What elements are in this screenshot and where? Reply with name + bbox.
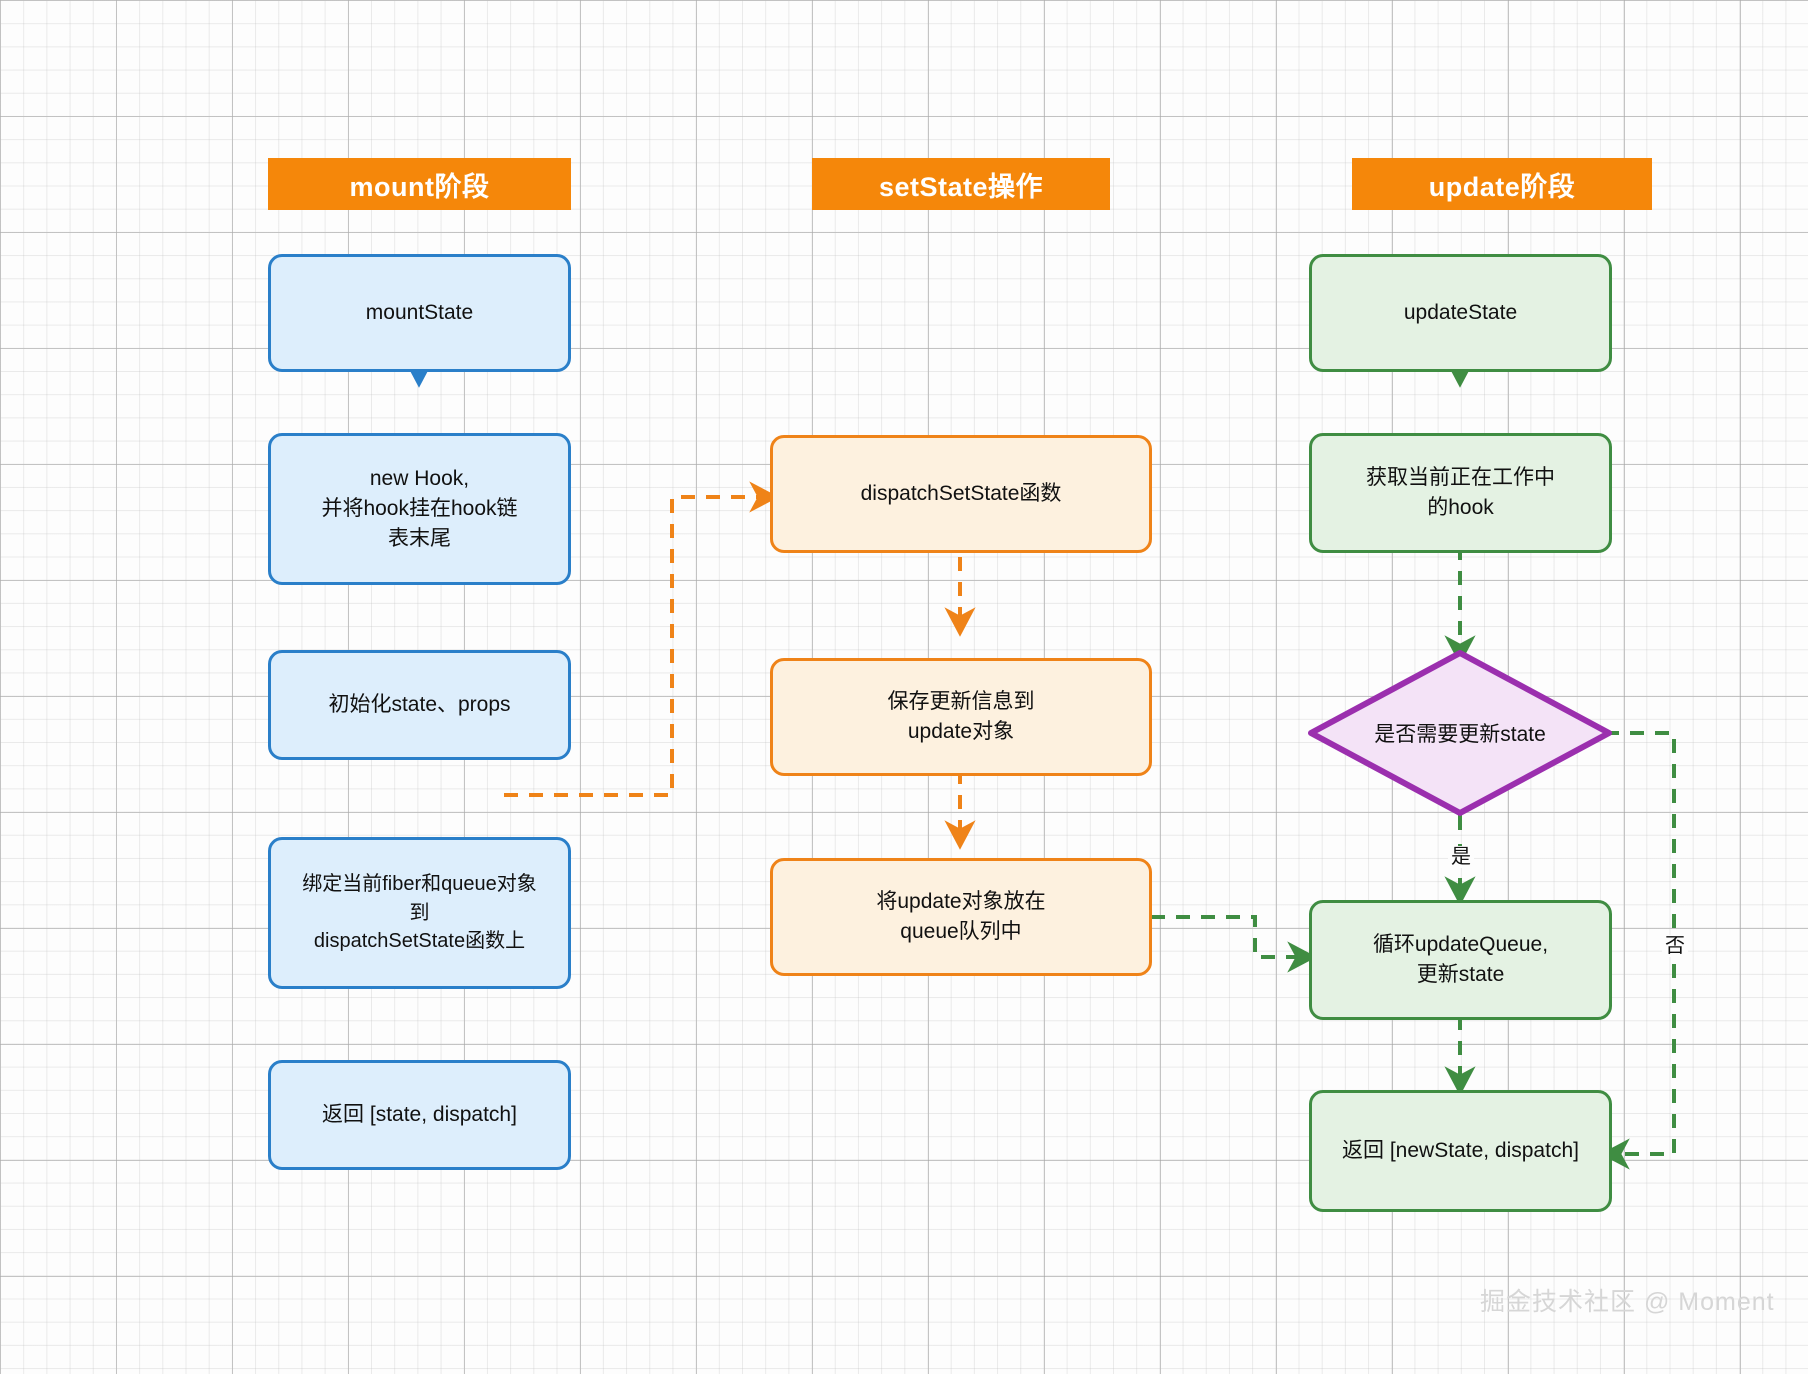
node-new-hook[interactable]: new Hook, 并将hook挂在hook链 表末尾 [268, 433, 571, 585]
node-need-update-state[interactable]: 是否需要更新state [1306, 648, 1614, 818]
node-put-update-queue[interactable]: 将update对象放在 queue队列中 [770, 858, 1152, 976]
arrow-bind-to-dispatch [504, 481, 779, 797]
column-header-mount: mount阶段 [268, 158, 571, 210]
node-init-state-props[interactable]: 初始化state、props [268, 650, 571, 760]
column-header-update: update阶段 [1352, 158, 1652, 210]
watermark: 掘金技术社区 @ Moment [1480, 1288, 1775, 1316]
node-mount-state[interactable]: mountState [268, 254, 571, 372]
node-loop-update-queue[interactable]: 循环updateQueue, 更新state [1309, 900, 1612, 1020]
edge-label-yes: 是 [1448, 846, 1474, 868]
node-return-state[interactable]: 返回 [state, dispatch] [268, 1060, 571, 1170]
column-header-setstate: setState操作 [812, 158, 1110, 210]
node-save-update-info[interactable]: 保存更新信息到 update对象 [770, 658, 1152, 776]
node-update-state[interactable]: updateState [1309, 254, 1612, 372]
node-dispatch-setstate[interactable]: dispatchSetState函数 [770, 435, 1152, 553]
node-bind-fiber-queue[interactable]: 绑定当前fiber和queue对象 到 dispatchSetState函数上 [268, 837, 571, 989]
arrow-queue-to-loop [1151, 915, 1317, 973]
node-get-working-hook[interactable]: 获取当前正在工作中 的hook [1309, 433, 1612, 553]
edge-label-no: 否 [1662, 935, 1688, 957]
diamond-shape [1308, 650, 1612, 816]
node-return-newstate[interactable]: 返回 [newState, dispatch] [1309, 1090, 1612, 1212]
